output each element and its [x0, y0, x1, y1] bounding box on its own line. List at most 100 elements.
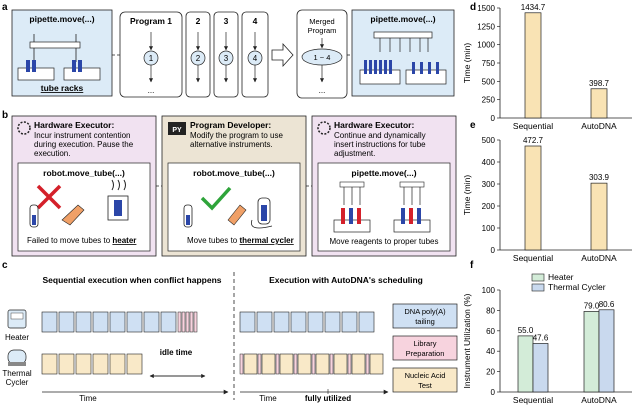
svg-text:Time: Time: [79, 394, 97, 403]
svg-text:pipette.move(...): pipette.move(...): [351, 168, 416, 178]
panel-a-label: a: [2, 2, 8, 13]
panel-e-y-tick-label: 400: [482, 158, 496, 167]
panel-d-y-tick-label: 1250: [477, 22, 495, 31]
checkmark-icon: [200, 186, 232, 211]
panel-d-y-tick-label: 0: [491, 114, 496, 123]
panel-f-value-label: 80.6: [599, 300, 615, 309]
panel-a-left-box: [11, 9, 113, 97]
panel-b: b Hardware Executor: Incur instrument co…: [2, 110, 457, 257]
svg-text:1 ~ 4: 1 ~ 4: [314, 53, 331, 62]
svg-text:4: 4: [253, 54, 258, 63]
panel-e-bar: [524, 145, 542, 251]
panel-d-label: d: [470, 2, 476, 13]
schedule-block: [358, 311, 375, 333]
svg-text:robot.move_tube(...): robot.move_tube(...): [43, 168, 125, 178]
schedule-block: [126, 353, 143, 375]
schedule-block: [75, 311, 92, 333]
panel-d-category-label: Sequential: [513, 121, 553, 131]
svg-text:3: 3: [224, 16, 229, 26]
tube-rack-icon: [359, 60, 447, 85]
schedule-block: [315, 353, 330, 375]
svg-text:Program Developer:: Program Developer:: [190, 120, 271, 130]
panel-f-legend-swatch: [531, 273, 545, 282]
panel-f-label: f: [470, 260, 474, 271]
svg-text:3: 3: [224, 54, 229, 63]
svg-text:alternative instruments.: alternative instruments.: [190, 140, 273, 149]
schedule-block: [185, 311, 190, 333]
schedule-block: [243, 353, 258, 375]
schedule-block: [273, 311, 290, 333]
panel-f-value-label: 79.0: [584, 301, 600, 310]
schedule-block: [41, 311, 58, 333]
panel-f-legend-label: Heater: [548, 272, 574, 282]
schedule-block: [181, 311, 186, 333]
schedule-block: [351, 353, 366, 375]
legend-nucleic-acid-test: [392, 367, 458, 393]
schedule-block: [293, 353, 298, 375]
svg-text:Continue and dynamically: Continue and dynamically: [334, 131, 426, 140]
svg-text:Thermal: Thermal: [2, 369, 32, 378]
panel-a: a pipette.move(...) tube racks Program 1: [2, 2, 455, 99]
tube-icon: [183, 204, 193, 228]
panel-e-y-tick-label: 0: [491, 246, 496, 255]
program-2: 2 2: [185, 11, 211, 98]
program-3: 3 3: [213, 11, 239, 98]
panel-f-y-tick-label: 100: [482, 286, 496, 295]
panel-c-legend: DNA poly(A) tailing Library Preparation …: [392, 303, 458, 393]
schedule-block: [347, 353, 352, 375]
panel-f-y-tick-label: 20: [486, 368, 495, 377]
panel-f-value-label: 55.0: [518, 326, 534, 335]
schedule-block: [256, 311, 273, 333]
panel-e-y-tick-label: 200: [482, 202, 496, 211]
panel-c-title-right: Execution with AutoDNA's scheduling: [269, 275, 423, 285]
schedule-block: [58, 353, 75, 375]
robot-arm-icon: [227, 204, 247, 226]
tube-rack-icon: [333, 208, 431, 233]
pipette-icon: [339, 181, 425, 205]
panel-f-y-tick-label: 80: [486, 306, 495, 315]
schedule-block: [333, 353, 348, 375]
svg-text:Library: Library: [414, 339, 437, 348]
svg-text:4: 4: [253, 16, 258, 26]
schedule-block: [297, 353, 312, 375]
panel-d-y-tick-label: 500: [482, 77, 496, 86]
panel-e-y-tick-label: 100: [482, 224, 496, 233]
svg-text:during execution. Pause the: during execution. Pause the: [34, 140, 134, 149]
svg-text:2: 2: [196, 16, 201, 26]
schedule-block: [239, 311, 256, 333]
svg-text:Nucleic Acid: Nucleic Acid: [405, 371, 446, 380]
svg-text:Hardware Executor:: Hardware Executor:: [34, 120, 114, 130]
panel-e-category-label: Sequential: [513, 253, 553, 263]
schedule-block: [279, 353, 294, 375]
panel-f-legend-swatch: [531, 283, 545, 292]
schedule-block: [177, 311, 182, 333]
schedule-block: [275, 353, 280, 375]
panel-b-box-hardware-executor-1: Hardware Executor: Incur instrument cont…: [11, 115, 157, 257]
svg-text:Move tubes to thermal cycler: Move tubes to thermal cycler: [187, 236, 294, 245]
merged-title-line1: Merged: [309, 17, 334, 26]
svg-text:Time: Time: [259, 394, 277, 403]
schedule-block: [311, 353, 316, 375]
panel-f-y-axis-label: Instrument Utilization (%): [462, 293, 472, 388]
panel-b-box-hardware-executor-2: Hardware Executor: Continue and dynamica…: [311, 115, 457, 257]
panel-e-label: e: [470, 120, 476, 131]
svg-text:Move reagents to proper tubes: Move reagents to proper tubes: [330, 237, 439, 246]
thermal-cycler-device-icon: [7, 349, 27, 366]
multichannel-pipette-icon: [373, 31, 433, 52]
program-4: 4 4: [241, 11, 269, 98]
panel-f-category-label: Sequential: [513, 395, 553, 405]
panel-d-value-label: 1434.7: [521, 3, 546, 12]
svg-text:Heater: Heater: [5, 333, 29, 342]
schedule-block: [307, 311, 324, 333]
tube-rack-icon: [17, 60, 101, 81]
merged-title-line2: Program: [308, 26, 337, 35]
panel-e-y-tick-label: 500: [482, 136, 496, 145]
schedule-block: [193, 311, 198, 333]
svg-text:robot.move_tube(...): robot.move_tube(...): [193, 168, 275, 178]
panel-d-bar: [524, 12, 542, 119]
panel-f-y-tick-label: 0: [491, 388, 496, 397]
schedule-block: [189, 311, 194, 333]
panel-d-y-tick-label: 1000: [477, 41, 495, 50]
svg-text:1: 1: [149, 54, 154, 63]
panel-e-value-label: 303.9: [589, 173, 610, 182]
